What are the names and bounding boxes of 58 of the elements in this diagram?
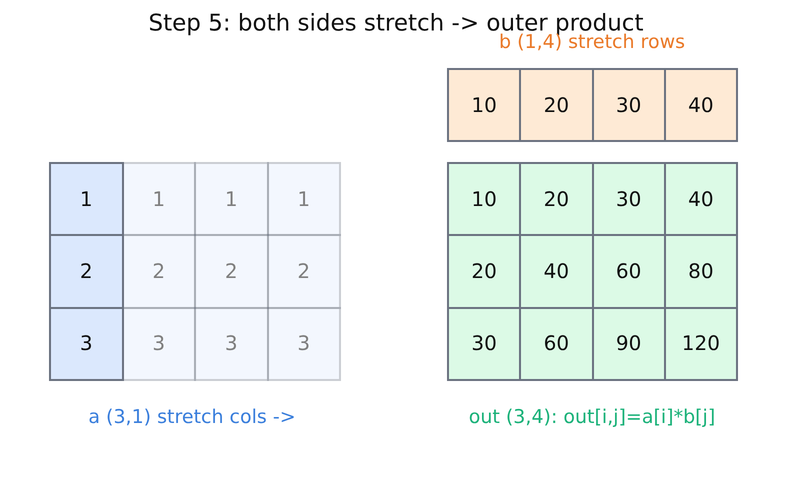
repeated-grid-cell <box>122 234 196 309</box>
grid-cell <box>447 306 522 381</box>
cell-value: 30 <box>616 94 642 116</box>
cell-value: 30 <box>616 188 642 211</box>
cell-value: 80 <box>688 260 714 283</box>
grid-cell <box>519 306 594 381</box>
grid-cell <box>592 162 666 236</box>
repeated-grid-cell <box>266 162 341 236</box>
array-caption: a (3,1) stretch cols -> <box>88 406 296 428</box>
grid-cell <box>49 162 124 236</box>
repeated-grid-cell <box>194 234 268 309</box>
cell-value: 60 <box>616 260 642 283</box>
grid-cell <box>664 306 738 381</box>
cell-value: 2 <box>80 260 93 283</box>
grid-cell <box>664 234 738 309</box>
grid-cell <box>592 306 666 381</box>
repeated-grid-cell <box>266 234 341 309</box>
cell-value: 120 <box>682 332 720 356</box>
repeated-value: 3 <box>224 332 238 356</box>
grid-cell <box>447 68 522 142</box>
cell-value: 90 <box>616 332 642 356</box>
repeated-value: 1 <box>152 188 166 211</box>
repeated-value: 2 <box>297 260 310 283</box>
grid-cell <box>664 68 738 142</box>
repeated-value: 2 <box>224 260 238 283</box>
cell-value: 10 <box>471 94 497 116</box>
grid-cell <box>519 68 594 142</box>
grid-cell <box>447 234 522 309</box>
repeated-value: 1 <box>224 188 238 211</box>
grid-cell <box>592 234 666 309</box>
cell-value: 30 <box>471 332 497 356</box>
array-caption: out (3,4): out[i,j]=a[i]*b[j] <box>468 406 716 428</box>
cell-value: 3 <box>80 332 93 356</box>
cell-value: 1 <box>80 188 93 211</box>
grid-cell <box>592 68 666 142</box>
repeated-value: 3 <box>297 332 310 356</box>
repeated-value: 3 <box>152 332 166 356</box>
grid-cell <box>664 162 738 236</box>
grid-cell <box>447 162 522 236</box>
cell-value: 40 <box>688 188 714 211</box>
cell-value: 10 <box>471 188 497 211</box>
grid-cell <box>519 162 594 236</box>
repeated-grid-cell <box>266 306 341 381</box>
grid-cell <box>49 234 124 309</box>
repeated-grid-cell <box>194 162 268 236</box>
cell-value: 20 <box>544 188 570 211</box>
repeated-grid-cell <box>122 162 196 236</box>
cell-value: 60 <box>544 332 570 356</box>
repeated-value: 1 <box>297 188 310 211</box>
repeated-grid-cell <box>122 306 196 381</box>
cell-value: 20 <box>471 260 497 283</box>
repeated-value: 2 <box>152 260 166 283</box>
grid-cell <box>49 306 124 381</box>
repeated-grid-cell <box>194 306 268 381</box>
cell-value: 20 <box>544 94 570 116</box>
cell-value: 40 <box>688 94 714 116</box>
grid-cell <box>519 234 594 309</box>
cell-value: 40 <box>544 260 570 283</box>
